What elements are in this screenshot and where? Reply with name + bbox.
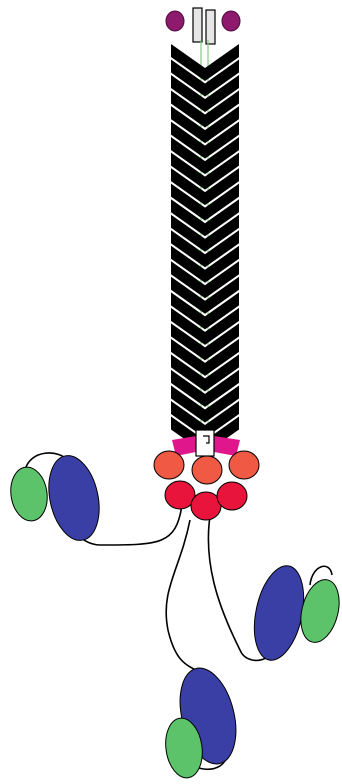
cap-bar-left (193, 8, 202, 42)
ring-lower-3 (217, 482, 247, 510)
ring-lower-2 (191, 492, 221, 520)
ring-upper-1 (154, 451, 184, 479)
ring-upper-3 (229, 451, 259, 479)
ring-upper-2 (192, 456, 222, 484)
cap-ball-left (166, 11, 184, 31)
ring-lower-1 (165, 481, 195, 509)
cap-ball-right (222, 11, 240, 31)
cap-bar-right (206, 10, 215, 44)
collar-center (196, 430, 214, 456)
